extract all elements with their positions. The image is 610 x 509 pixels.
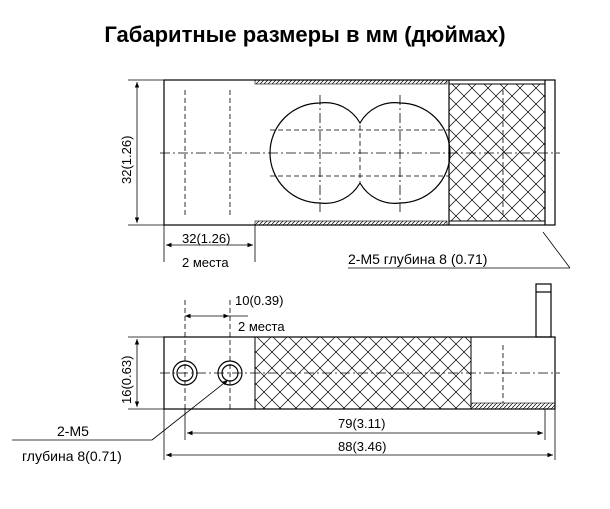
side-spacing-dimension: 10(0.39) bbox=[235, 293, 283, 308]
top-strip bbox=[254, 79, 448, 85]
side-height-dimension: 16(0.63) bbox=[119, 356, 134, 404]
length-88-dimension: 88(3.46) bbox=[338, 439, 386, 454]
side-thread-note-b: глубина 8(0.71) bbox=[22, 448, 122, 464]
top-thread-note: 2-M5 глубина 8 (0.71) bbox=[348, 251, 487, 267]
side-thread-note-a: 2-M5 bbox=[57, 423, 89, 439]
top-hatched-zone bbox=[448, 83, 546, 222]
side-places-note: 2 места bbox=[238, 319, 285, 334]
length-79-dimension: 79(3.11) bbox=[338, 416, 385, 431]
page-title: Габаритные размеры в мм (дюймах) bbox=[104, 22, 506, 47]
cable-pin bbox=[535, 283, 552, 338]
top-places-note: 2 места bbox=[182, 255, 229, 270]
top-width-dimension: 32(1.26) bbox=[182, 231, 230, 246]
bottom-strip bbox=[254, 220, 448, 226]
top-view: 32(1.26) 32(1.26) 2 места 2-M5 глубина 8… bbox=[119, 79, 571, 270]
top-height-dimension: 32(1.26) bbox=[119, 136, 134, 184]
side-bottom-strip bbox=[470, 402, 556, 410]
side-view: 10(0.39) 2 места 16(0.63) 79(3.11) 88(3.… bbox=[12, 283, 560, 464]
